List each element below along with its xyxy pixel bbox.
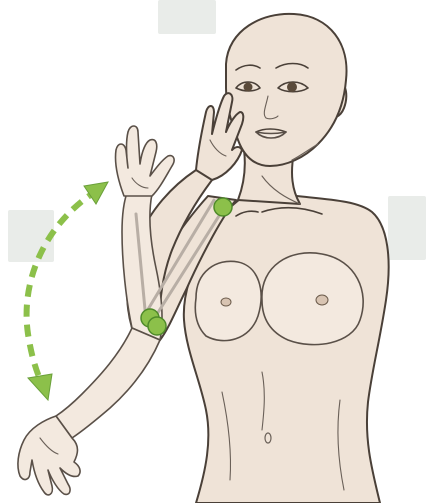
elbow-joint-marker-2 <box>148 317 166 335</box>
forearm-down-position <box>18 328 160 495</box>
shoulder-joint-marker <box>214 198 232 216</box>
head <box>226 14 347 166</box>
